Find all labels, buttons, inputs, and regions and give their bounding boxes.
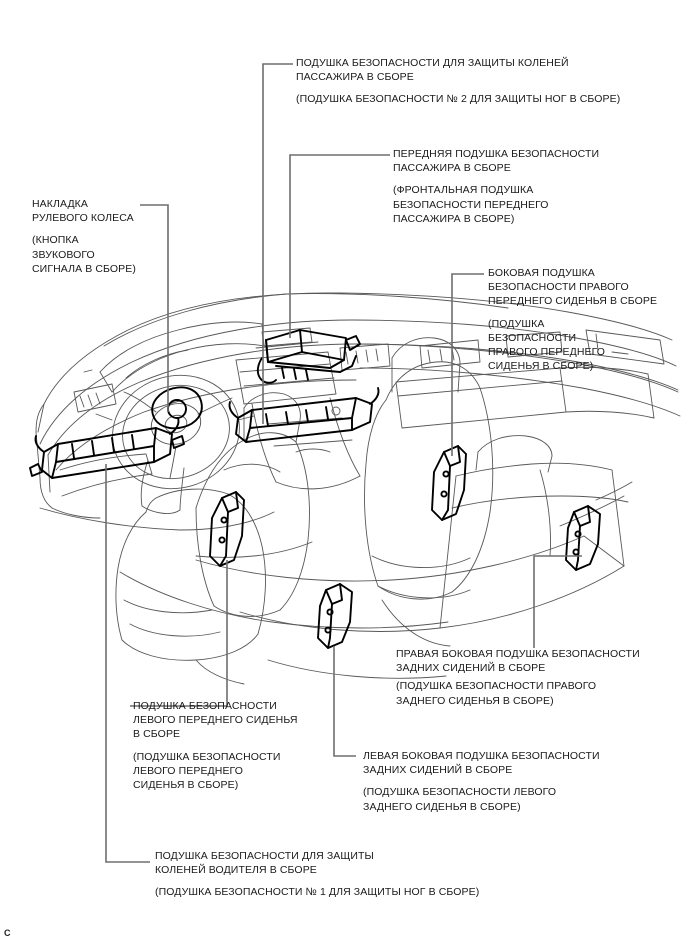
callout-line: ЗАДНЕГО СИДЕНЬЯ В СБОРЕ) (363, 800, 521, 813)
callout-right-front-seat-side-airbag: БОКОВАЯ ПОДУШКА БЕЗОПАСНОСТИ ПРАВОГО ПЕР… (488, 266, 657, 373)
callout-line: (КНОПКА (32, 234, 79, 247)
callout-right-rear-seat-side-airbag: ПРАВАЯ БОКОВАЯ ПОДУШКА БЕЗОПАСНОСТИ ЗАДН… (396, 647, 640, 708)
callout-line: ПОДУШКА БЕЗОПАСНОСТИ ДЛЯ ЗАЩИТЫ КОЛЕНЕЙ (296, 57, 569, 69)
callout-main-text: ПЕРЕДНЯЯ ПОДУШКА БЕЗОПАСНОСТИ ПАССАЖИРА … (393, 147, 599, 175)
callout-alt-text: (ПОДУШКА БЕЗОПАСНОСТИ № 2 ДЛЯ ЗАЩИТЫ НОГ… (296, 92, 620, 106)
callout-line: БЕЗОПАСНОСТИ (488, 331, 577, 344)
airbag-part-outlines (29, 329, 601, 649)
callout-main-text: ПОДУШКА БЕЗОПАСНОСТИ ЛЕВОГО ПЕРЕДНЕГО СИ… (133, 699, 298, 742)
callout-alt-text: (ПОДУШКА БЕЗОПАСНОСТИ ПРАВОГО ПЕРЕДНЕГО … (488, 317, 657, 374)
callout-line: (ФРОНТАЛЬНАЯ ПОДУШКА (393, 184, 534, 197)
callout-line: РУЛЕВОГО КОЛЕСА (32, 212, 134, 225)
callout-line: БЕЗОПАСНОСТИ ПРАВОГО (488, 281, 629, 294)
callout-line: ЗАДНИХ СИДЕНИЙ В СБОРЕ (363, 764, 513, 777)
callout-main-text: ПОДУШКА БЕЗОПАСНОСТИ ДЛЯ ЗАЩИТЫ КОЛЕНЕЙ … (296, 56, 620, 84)
callout-line: ПРАВАЯ БОКОВАЯ ПОДУШКА БЕЗОПАСНОСТИ (396, 648, 640, 660)
callout-main-text: НАКЛАДКА РУЛЕВОГО КОЛЕСА (32, 197, 136, 225)
callout-line: (ПОДУШКА БЕЗОПАСНОСТИ № 2 ДЛЯ ЗАЩИТЫ НОГ… (296, 93, 621, 106)
callout-line: ПОДУШКА БЕЗОПАСНОСТИ (133, 700, 277, 712)
page-corner-mark: C (4, 928, 11, 938)
callout-line: (ПОДУШКА БЕЗОПАСНОСТИ ЛЕВОГО (363, 786, 557, 799)
callout-line: ПАССАЖИРА В СБОРЕ) (393, 212, 515, 225)
callout-line: СИДЕНЬЯ В СБОРЕ) (133, 779, 239, 792)
callout-alt-text: (ПОДУШКА БЕЗОПАСНОСТИ № 1 ДЛЯ ЗАЩИТЫ НОГ… (155, 885, 479, 899)
callout-line: В СБОРЕ (133, 728, 181, 741)
callout-line: (ПОДУШКА БЕЗОПАСНОСТИ ПРАВОГО (396, 680, 597, 693)
callout-left-front-seat-side-airbag: ПОДУШКА БЕЗОПАСНОСТИ ЛЕВОГО ПЕРЕДНЕГО СИ… (133, 699, 298, 792)
callout-line: ПОДУШКА БЕЗОПАСНОСТИ ДЛЯ ЗАЩИТЫ (155, 850, 374, 862)
callout-line: СИДЕНЬЯ В СБОРЕ) (488, 360, 594, 373)
callout-alt-text: (ПОДУШКА БЕЗОПАСНОСТИ ЛЕВОГО ЗАДНЕГО СИД… (363, 785, 600, 813)
callout-line: ПАССАЖИРА В СБОРЕ (296, 71, 414, 84)
callout-line: (ПОДУШКА БЕЗОПАСНОСТИ (133, 750, 281, 763)
callout-main-text: ПРАВАЯ БОКОВАЯ ПОДУШКА БЕЗОПАСНОСТИ ЗАДН… (396, 647, 640, 675)
callout-line: (ПОДУШКА БЕЗОПАСНОСТИ № 1 ДЛЯ ЗАЩИТЫ НОГ… (155, 886, 480, 899)
callout-line: ПАССАЖИРА В СБОРЕ (393, 162, 511, 175)
callout-line: ПЕРЕДНЕГО СИДЕНЬЯ В СБОРЕ (488, 295, 658, 308)
callout-steering-wheel-pad: НАКЛАДКА РУЛЕВОГО КОЛЕСА (КНОПКА ЗВУКОВО… (32, 197, 136, 276)
callout-line: БОКОВАЯ ПОДУШКА (488, 267, 595, 279)
callout-line: ЗАДНЕГО СИДЕНЬЯ В СБОРЕ) (396, 694, 554, 707)
callout-line: ПРАВОГО ПЕРЕДНЕГО (488, 346, 606, 359)
callout-alt-text: (ФРОНТАЛЬНАЯ ПОДУШКА БЕЗОПАСНОСТИ ПЕРЕДН… (393, 183, 599, 226)
callout-main-text: ПОДУШКА БЕЗОПАСНОСТИ ДЛЯ ЗАЩИТЫ КОЛЕНЕЙ … (155, 849, 479, 877)
callout-alt-text: (ПОДУШКА БЕЗОПАСНОСТИ ЛЕВОГО ПЕРЕДНЕГО С… (133, 750, 298, 793)
callout-line: ПЕРЕДНЯЯ ПОДУШКА БЕЗОПАСНОСТИ (393, 148, 600, 160)
callout-line: БЕЗОПАСНОСТИ ПЕРЕДНЕГО (393, 198, 549, 211)
callout-front-passenger-airbag: ПЕРЕДНЯЯ ПОДУШКА БЕЗОПАСНОСТИ ПАССАЖИРА … (393, 147, 599, 226)
callout-line: КОЛЕНЕЙ ВОДИТЕЛЯ В СБОРЕ (155, 864, 317, 877)
callout-line: (ПОДУШКА (488, 317, 545, 330)
callout-driver-knee-airbag: ПОДУШКА БЕЗОПАСНОСТИ ДЛЯ ЗАЩИТЫ КОЛЕНЕЙ … (155, 849, 479, 900)
callout-alt-text: (КНОПКА ЗВУКОВОГО СИГНАЛА В СБОРЕ) (32, 233, 136, 276)
callout-main-text: БОКОВАЯ ПОДУШКА БЕЗОПАСНОСТИ ПРАВОГО ПЕР… (488, 266, 657, 309)
leader-lines (105, 63, 582, 863)
callout-line: НАКЛАДКА (32, 198, 88, 210)
callout-line: ЗАДНИХ СИДЕНИЙ В СБОРЕ (396, 662, 546, 675)
callout-alt-text: (ПОДУШКА БЕЗОПАСНОСТИ ПРАВОГО ЗАДНЕГО СИ… (396, 679, 640, 707)
callout-line: ЛЕВОГО ПЕРЕДНЕГО (133, 764, 244, 777)
callout-line: ЛЕВОГО ПЕРЕДНЕГО СИДЕНЬЯ (133, 714, 298, 727)
callout-passenger-knee-airbag: ПОДУШКА БЕЗОПАСНОСТИ ДЛЯ ЗАЩИТЫ КОЛЕНЕЙ … (296, 56, 620, 107)
callout-main-text: ЛЕВАЯ БОКОВАЯ ПОДУШКА БЕЗОПАСНОСТИ ЗАДНИ… (363, 749, 600, 777)
callout-line: СИГНАЛА В СБОРЕ) (32, 262, 136, 275)
callout-line: ЗВУКОВОГО (32, 248, 95, 261)
callout-line: ЛЕВАЯ БОКОВАЯ ПОДУШКА БЕЗОПАСНОСТИ (363, 750, 600, 762)
callout-left-rear-seat-side-airbag: ЛЕВАЯ БОКОВАЯ ПОДУШКА БЕЗОПАСНОСТИ ЗАДНИ… (363, 749, 600, 814)
